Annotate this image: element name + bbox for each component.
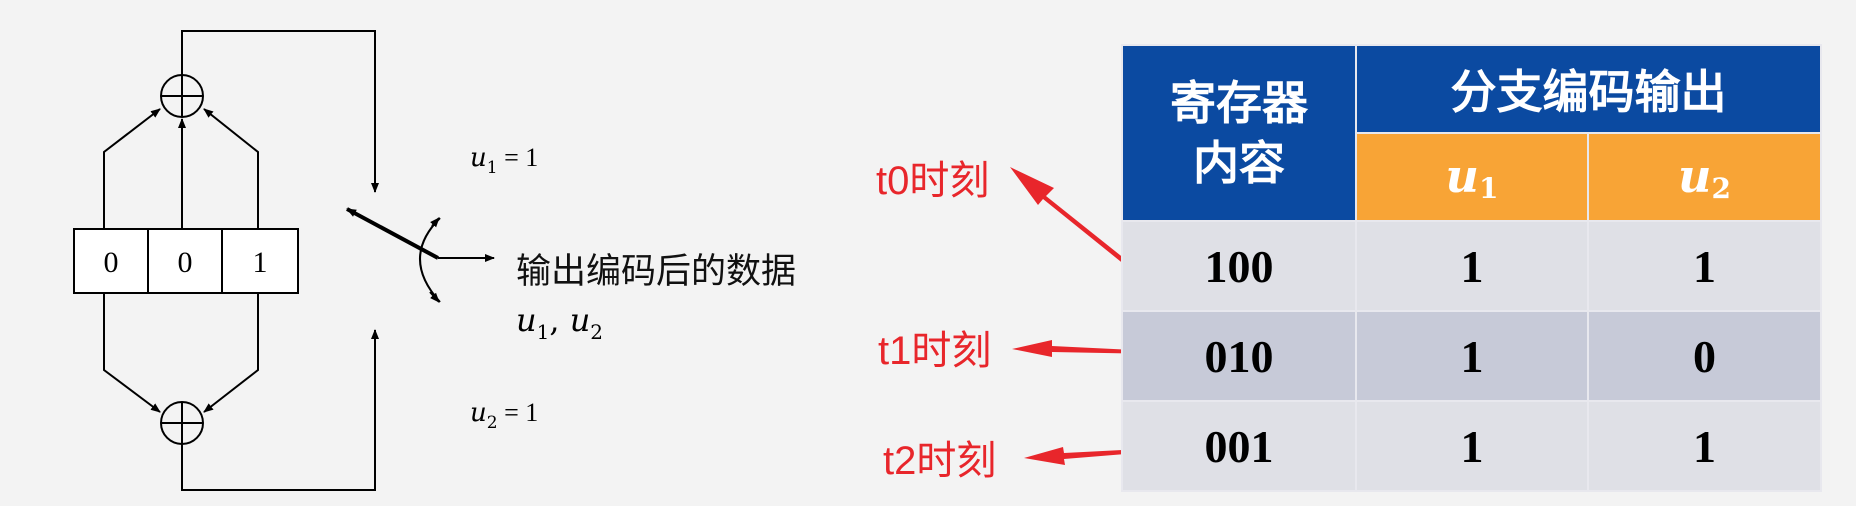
u1-cell: 1 (1355, 400, 1589, 492)
header-u2: u2 (1587, 132, 1822, 222)
time-annotations: t0时刻 t1时刻 t2时刻 (876, 159, 996, 483)
u2-cell: 1 (1587, 220, 1822, 312)
u2-value-label: u2 = 1 (470, 398, 538, 433)
register-cell-2 (147, 228, 223, 294)
register-value-3: 1 (253, 246, 268, 279)
header-register-line1: 寄存器 (1170, 76, 1308, 130)
header-register-line2: 内容 (1193, 136, 1285, 190)
encoder-state-table: 寄存器 内容 分支编码输出 u1 u2 100 1 1 010 1 0 001 … (1121, 44, 1822, 492)
u2-cell: 0 (1587, 310, 1822, 402)
u1-cell: 1 (1355, 310, 1589, 402)
register-value-1: 0 (104, 246, 119, 279)
top-adder-taps (103, 108, 259, 229)
adder-output-lines (181, 30, 379, 491)
bottom-adder-taps (103, 293, 259, 413)
output-variables: u1, u2 (516, 301, 603, 344)
t0-label: t0时刻 (876, 159, 989, 203)
top-modulo2-adder-icon (160, 74, 204, 118)
t0-pointer-arrow (1010, 167, 1150, 282)
commutator-switch-icon (346, 207, 495, 303)
t2-label: t2时刻 (883, 439, 996, 483)
output-description: 输出编码后的数据 (516, 252, 796, 291)
header-register-content: 寄存器 内容 (1121, 44, 1357, 222)
register-cell-3 (221, 228, 299, 294)
state-table-container: 寄存器 内容 分支编码输出 u1 u2 100 1 1 010 1 0 001 … (1121, 44, 1822, 492)
table-row: 010 1 0 (1121, 310, 1822, 402)
header-branch-output: 分支编码输出 (1355, 44, 1822, 134)
header-u1: u1 (1355, 132, 1589, 222)
register-cell: 100 (1121, 220, 1357, 312)
shift-register (73, 228, 299, 294)
register-cell: 001 (1121, 400, 1357, 492)
u1-value-label: u1 = 1 (470, 143, 538, 178)
u1-cell: 1 (1355, 220, 1589, 312)
register-value-2: 0 (178, 246, 193, 279)
table-row: 100 1 1 (1121, 220, 1822, 312)
t1-label: t1时刻 (878, 329, 991, 373)
t1-pointer-arrow (1012, 340, 1155, 357)
register-cell-1 (73, 228, 149, 294)
register-cell: 010 (1121, 310, 1357, 402)
bottom-modulo2-adder-icon (160, 401, 204, 445)
u2-cell: 1 (1587, 400, 1822, 492)
table-row: 001 1 1 (1121, 400, 1822, 492)
